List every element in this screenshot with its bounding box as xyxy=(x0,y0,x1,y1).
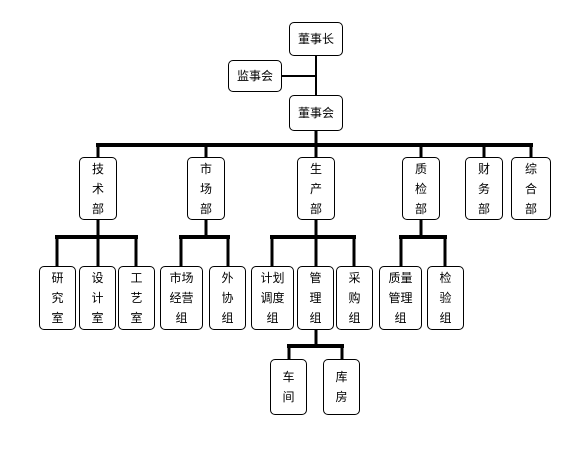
node-finance-dept: 财 务 部 xyxy=(465,157,503,220)
node-market-ops-group-label: 市场 经营 组 xyxy=(169,271,194,325)
node-workshop-label: 车 间 xyxy=(282,370,295,404)
node-research-office-label: 研 究 室 xyxy=(51,271,64,325)
node-inspection-group-label: 检 验 组 xyxy=(439,271,452,325)
node-process-office-label: 工 艺 室 xyxy=(130,271,143,325)
node-market-dept-label: 市 场 部 xyxy=(199,161,212,216)
node-board-label: 董事会 xyxy=(297,106,334,120)
node-outsourcing-group: 外 协 组 xyxy=(209,266,246,330)
node-tech-dept: 技 术 部 xyxy=(79,157,117,220)
node-planning-group-label: 计划 调度 组 xyxy=(260,271,285,325)
node-production-dept-label: 生 产 部 xyxy=(309,161,322,216)
node-general-dept: 综 合 部 xyxy=(511,157,551,220)
node-design-office-label: 设 计 室 xyxy=(91,271,104,325)
node-design-office: 设 计 室 xyxy=(79,266,116,330)
node-qc-dept: 质 检 部 xyxy=(402,157,440,220)
node-qc-dept-label: 质 检 部 xyxy=(414,161,427,216)
node-workshop: 车 间 xyxy=(270,359,307,415)
node-production-dept: 生 产 部 xyxy=(297,157,335,220)
node-market-dept: 市 场 部 xyxy=(187,157,225,220)
node-outsourcing-group-label: 外 协 组 xyxy=(221,271,234,325)
node-warehouse: 库 房 xyxy=(323,359,360,415)
node-chairman-label: 董事长 xyxy=(297,32,334,46)
node-quality-mgmt-group-label: 质量 管理 组 xyxy=(388,271,413,325)
node-finance-dept-label: 财 务 部 xyxy=(477,161,490,216)
node-purchasing-group-label: 采 购 组 xyxy=(348,271,361,325)
node-chairman: 董事长 xyxy=(289,22,343,56)
node-warehouse-label: 库 房 xyxy=(335,370,348,404)
node-general-dept-label: 综 合 部 xyxy=(524,161,537,216)
node-management-group: 管 理 组 xyxy=(297,266,334,330)
node-market-ops-group: 市场 经营 组 xyxy=(160,266,203,330)
node-board: 董事会 xyxy=(289,95,343,131)
node-supervisory-board-label: 监事会 xyxy=(236,69,273,83)
node-tech-dept-label: 技 术 部 xyxy=(91,161,104,216)
node-supervisory-board: 监事会 xyxy=(228,60,282,92)
node-process-office: 工 艺 室 xyxy=(118,266,155,330)
node-research-office: 研 究 室 xyxy=(39,266,76,330)
node-purchasing-group: 采 购 组 xyxy=(336,266,373,330)
node-planning-group: 计划 调度 组 xyxy=(251,266,294,330)
node-quality-mgmt-group: 质量 管理 组 xyxy=(379,266,422,330)
node-inspection-group: 检 验 组 xyxy=(427,266,464,330)
node-management-group-label: 管 理 组 xyxy=(309,271,322,325)
